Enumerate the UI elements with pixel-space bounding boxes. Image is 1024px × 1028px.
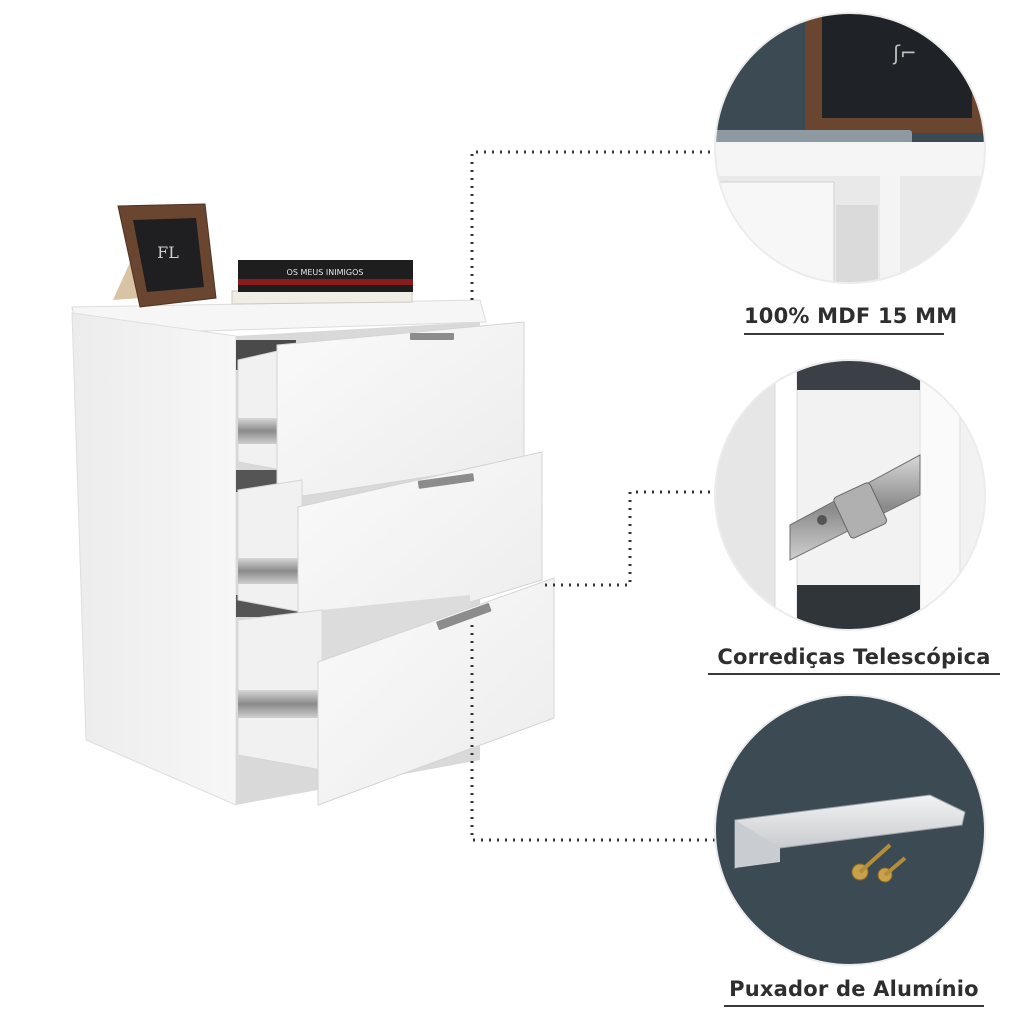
feature-caption-handle: Puxador de Alumínio	[729, 977, 979, 1001]
detail-handle-circle	[715, 695, 985, 965]
book-spine-text: OS MEUS INIMIGOS	[287, 268, 364, 277]
drawer-top-handle	[410, 333, 454, 340]
caption-underline-slides	[708, 673, 1000, 675]
detail-slides-circle	[715, 360, 985, 630]
caption-underline-handle	[724, 1005, 984, 1007]
book-stack: OS MEUS INIMIGOS	[231, 260, 413, 305]
drawer-middle-handle	[417, 473, 475, 489]
feature-caption-slides: Corrediças Telescópica	[717, 645, 991, 669]
dresser-side-panel	[71, 312, 237, 806]
drawer-bottom-handle	[436, 603, 492, 631]
drawer-middle	[237, 451, 543, 656]
leader-lines	[470, 150, 715, 842]
drawer-bottom	[237, 577, 555, 806]
caption-underline-mdf	[744, 333, 944, 335]
screw-icon	[851, 843, 907, 883]
svg-text:ʃ⌐: ʃ⌐	[892, 41, 916, 65]
drawer-top	[237, 321, 525, 501]
svg-text:FL: FL	[157, 243, 179, 262]
photo-frame: FL	[113, 203, 217, 308]
dresser	[71, 299, 555, 806]
feature-caption-mdf: 100% MDF 15 MM	[744, 304, 958, 328]
